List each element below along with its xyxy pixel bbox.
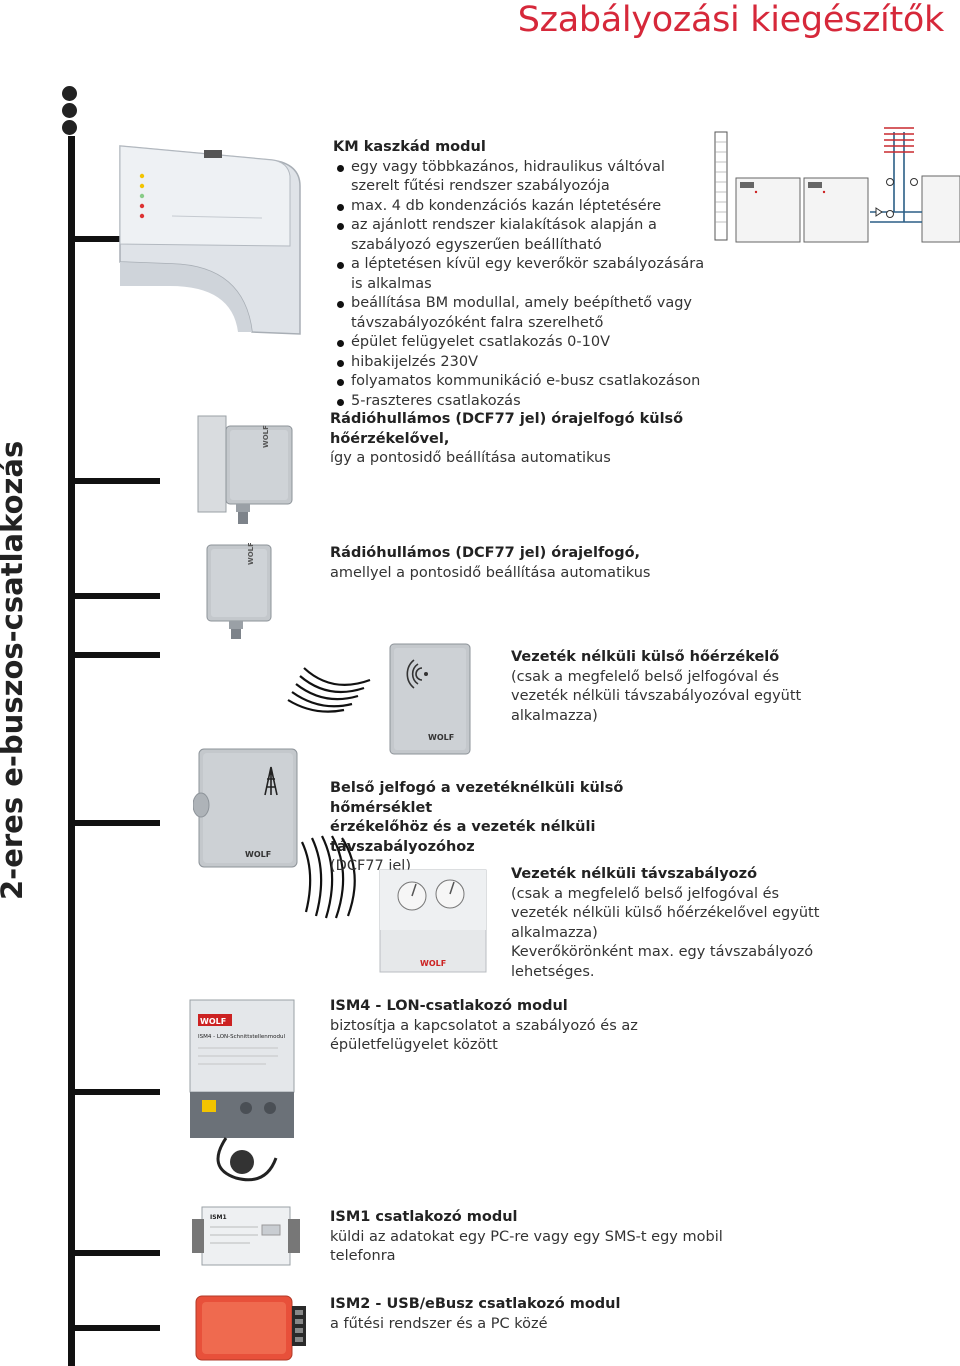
- wireless-sensor-line2: vezeték nélküli távszabályozóval együtt …: [511, 688, 802, 724]
- dcf77-outdoor-heading: Rádióhullámos (DCF77 jel) órajelfogó kül…: [330, 411, 684, 447]
- ism1-text: küldi az adatokat egy PC-re vagy egy SMS…: [330, 1228, 723, 1265]
- spine-branch: [68, 478, 160, 484]
- side-section-label: 2-eres e-buszos-csatlakozás: [0, 440, 29, 900]
- km-cascade-module-image: [119, 145, 301, 335]
- ism1-description: ISM1 csatlakozó modul küldi az adatokat …: [330, 1208, 750, 1267]
- wireless-outdoor-sensor-image: WOLF: [389, 643, 471, 755]
- list-item: 5-raszteres csatlakozás: [333, 392, 713, 412]
- list-item: hibakijelzés 230V: [333, 353, 713, 373]
- dcf77-outdoor-text: így a pontosidő beállítása automatikus: [330, 450, 611, 466]
- ism1-device-title: ISM1: [210, 1214, 227, 1221]
- wireless-remote-description: Vezeték nélküli távszabályozó (csak a me…: [511, 865, 881, 982]
- ism1-module-image: ISM1: [192, 1206, 300, 1266]
- spine-branch: [68, 652, 160, 658]
- km-feature-list: egy vagy többkazános, hidraulikus váltóv…: [333, 158, 713, 412]
- list-item: beállítása BM modullal, amely beépíthető…: [333, 294, 713, 333]
- ism4-description: ISM4 - LON-csatlakozó modul biztosítja a…: [330, 997, 670, 1056]
- wireless-remote-control-image: WOLF: [379, 869, 487, 973]
- spine-branch: [68, 820, 160, 826]
- ism4-lon-module-image: WOLF ISM4 - LON-Schnittstellenmodul: [189, 999, 295, 1182]
- ism2-description: ISM2 - USB/eBusz csatlakozó modul a fűté…: [330, 1295, 690, 1334]
- ism2-text: a fűtési rendszer és a PC közé: [330, 1315, 548, 1332]
- list-item: folyamatos kommunikáció e-busz csatlakoz…: [333, 372, 713, 392]
- km-module-description: KM kaszkád modul egy vagy többkazános, h…: [333, 138, 713, 411]
- cascade-system-diagram: [714, 127, 960, 243]
- spine-branch: [68, 1250, 160, 1256]
- dcf77-outdoor-description: Rádióhullámos (DCF77 jel) órajelfogó kül…: [330, 410, 750, 469]
- svg-text:WOLF: WOLF: [245, 850, 271, 859]
- dcf77-outdoor-receiver-image: WOLF: [197, 415, 293, 524]
- ism1-heading: ISM1 csatlakozó modul: [330, 1209, 518, 1225]
- receiver-line1: Belső jelfogó a vezetéknélküli külső hőm…: [330, 780, 624, 816]
- wireless-sensor-heading: Vezeték nélküli külső hőérzékelő: [511, 649, 780, 665]
- svg-text:WOLF: WOLF: [247, 543, 255, 565]
- wireless-remote-heading: Vezeték nélküli távszabályozó: [511, 866, 758, 882]
- dcf77-receiver-image: WOLF: [206, 543, 272, 639]
- spine-dots: [62, 86, 78, 137]
- list-item: épület felügyelet csatlakozás 0-10V: [333, 333, 713, 353]
- ism4-heading: ISM4 - LON-csatlakozó modul: [330, 998, 568, 1014]
- spine-branch: [68, 1089, 160, 1095]
- receiver-description: Belső jelfogó a vezetéknélküli külső hőm…: [330, 779, 690, 877]
- ism4-line1: biztosítja a kapcsolatot a szabályozó és…: [330, 1017, 638, 1034]
- wireless-sensor-description: Vezeték nélküli külső hőérzékelő (csak a…: [511, 648, 871, 726]
- list-item: az ajánlott rendszer kialakítások alapjá…: [333, 216, 713, 255]
- wireless-remote-line1: (csak a megfelelő belső jelfogóval és: [511, 885, 780, 902]
- indoor-receiver-image: WOLF: [193, 748, 298, 868]
- list-item: max. 4 db kondenzációs kazán léptetésére: [333, 197, 713, 217]
- ism4-device-title: ISM4 - LON-Schnittstellenmodul: [198, 1034, 285, 1040]
- page-title: Szabályozási kiegészítők: [517, 0, 945, 40]
- dcf77-description: Rádióhullámos (DCF77 jel) órajelfogó, am…: [330, 544, 730, 583]
- spine-branch: [68, 236, 158, 242]
- wireless-remote-line2: vezeték nélküli külső hőérzékelővel együ…: [511, 905, 820, 941]
- ism4-line2: épületfelügyelet között: [330, 1037, 498, 1053]
- wireless-remote-line3: Keverőkörönként max. egy távszabályozó l…: [511, 944, 814, 980]
- list-item: egy vagy többkazános, hidraulikus váltóv…: [333, 158, 713, 197]
- radio-waves-icon: [301, 835, 356, 919]
- km-module-heading: KM kaszkád modul: [333, 139, 486, 155]
- svg-text:WOLF: WOLF: [420, 959, 446, 968]
- brand-logo: WOLF: [200, 1017, 226, 1026]
- radio-waves-icon: [287, 667, 371, 713]
- dcf77-heading: Rádióhullámos (DCF77 jel) órajelfogó,: [330, 545, 641, 561]
- list-item: a léptetésen kívül egy keverőkör szabály…: [333, 255, 713, 294]
- dcf77-text: amellyel a pontosidő beállítása automati…: [330, 564, 651, 581]
- ism2-heading: ISM2 - USB/eBusz csatlakozó modul: [330, 1296, 621, 1312]
- wireless-sensor-line1: (csak a megfelelő belső jelfogóval és: [511, 668, 780, 685]
- tree-spine: [68, 136, 75, 1366]
- ism2-module-image: [195, 1295, 306, 1361]
- receiver-line2: érzékelőhöz és a vezeték nélküli távszab…: [330, 819, 596, 855]
- spine-branch: [68, 593, 160, 599]
- svg-text:WOLF: WOLF: [262, 425, 270, 448]
- svg-text:WOLF: WOLF: [428, 733, 454, 742]
- spine-branch: [68, 1325, 160, 1331]
